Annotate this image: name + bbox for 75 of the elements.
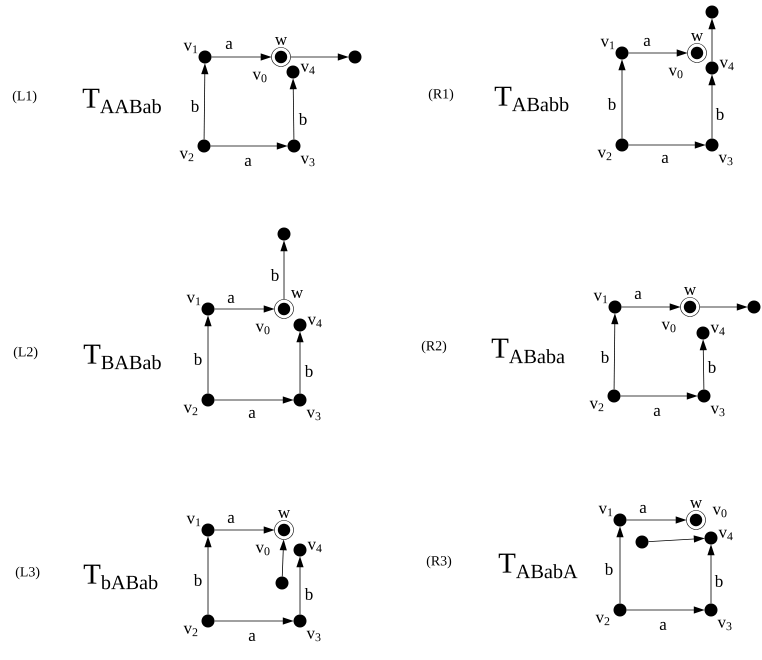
vertex-dot [636, 536, 648, 548]
edge-label: b [192, 573, 204, 587]
panel-label: (L3) [16, 566, 40, 580]
edge-label: b [298, 112, 308, 126]
vertex-label: v$_{0}$ [256, 324, 270, 334]
vertex-label: v$_{2}$ [590, 400, 604, 412]
vertex-label: w [690, 500, 702, 508]
tree-name: T$_{ABabb}$ [494, 86, 568, 112]
edge-label: a [638, 504, 648, 514]
vertex-label: v$_{2}$ [184, 404, 198, 416]
edge-label: b [606, 97, 618, 111]
vertex-label: w [290, 290, 304, 298]
edge-label: a [247, 408, 257, 420]
vertex-label: v$_{3}$ [300, 156, 314, 166]
vertex-label: v$_{2}$ [596, 614, 610, 626]
vertex-label: v$_{0}$ [668, 68, 682, 78]
vertex-label: v$_{1}$ [186, 516, 200, 526]
edge-label: a [224, 40, 234, 50]
panel-label: (R3) [426, 556, 452, 568]
vertex-label: v$_{3}$ [718, 620, 732, 630]
edge-label: a [660, 154, 670, 164]
vertex-label: v$_{4}$ [308, 316, 322, 328]
vertex-label: v$_{0}$ [256, 544, 270, 556]
vertex-label: v$_{1}$ [600, 38, 614, 50]
vertex-label: v$_{0}$ [712, 506, 726, 518]
panel-label: (L2) [14, 346, 38, 360]
vertex-label: v$_{0}$ [252, 72, 266, 82]
edge-label: a [658, 620, 668, 632]
vertex-label: v$_{0}$ [662, 322, 676, 332]
vertex-label: w [690, 33, 704, 41]
vertex-label: v$_{1}$ [594, 292, 608, 304]
vertex-dot [276, 576, 288, 590]
vertex-label: w [278, 510, 290, 518]
edge-label: a [642, 36, 652, 48]
vertex-label: v$_{3}$ [710, 406, 724, 416]
edge-label: b [304, 364, 314, 378]
edge-label: b [190, 99, 200, 113]
edge-label: a [243, 156, 253, 168]
tree-name: T$_{bABab}$ [84, 564, 158, 590]
edge-label: b [706, 360, 718, 374]
edge-label: b [600, 350, 610, 364]
tree-name: T$_{BABab}$ [84, 344, 161, 370]
edge-label: b [604, 562, 614, 576]
vertex-label: v$_{3}$ [718, 154, 732, 166]
edge-label: a [226, 294, 236, 304]
vertex-label: v$_{2}$ [598, 150, 612, 160]
edge-label: a [633, 290, 643, 300]
panel-label: (R1) [428, 88, 454, 102]
edge-label: a [652, 406, 662, 418]
vertex-label: v$_{1}$ [598, 506, 612, 516]
panel-label: (L1) [12, 90, 36, 104]
vertex-label: v$_{4}$ [710, 324, 725, 336]
vertex-label: v$_{4}$ [308, 542, 322, 552]
edge-label: b [270, 268, 280, 282]
vertex-label: v$_{1}$ [186, 294, 200, 306]
edge-label: b [304, 587, 314, 601]
edge-label: b [192, 352, 204, 366]
panel-label: (R2) [422, 340, 446, 354]
edge-label: a [247, 632, 257, 642]
edge-label: b [714, 574, 724, 588]
vertex-label: v$_{3}$ [306, 410, 320, 420]
vertex-label: v$_{4}$ [718, 530, 733, 540]
tree-name: T$_{ABaba}$ [492, 338, 565, 364]
vertex-label: v$_{1}$ [184, 42, 198, 54]
vertex-label: w [274, 37, 288, 45]
vertex-label: v$_{3}$ [306, 630, 320, 642]
edge-label: a [226, 514, 236, 524]
vertex-label: w [684, 287, 696, 295]
vertex-label: v$_{4}$ [300, 64, 315, 74]
vertex-label: v$_{2}$ [184, 626, 198, 636]
vertex-label: v$_{2}$ [180, 150, 194, 162]
vertex-label: v$_{4}$ [720, 60, 734, 70]
edge-label: b [714, 107, 726, 121]
tree-name: T$_{AABab}$ [82, 88, 161, 114]
tree-name: T$_{ABabA}$ [498, 554, 578, 578]
